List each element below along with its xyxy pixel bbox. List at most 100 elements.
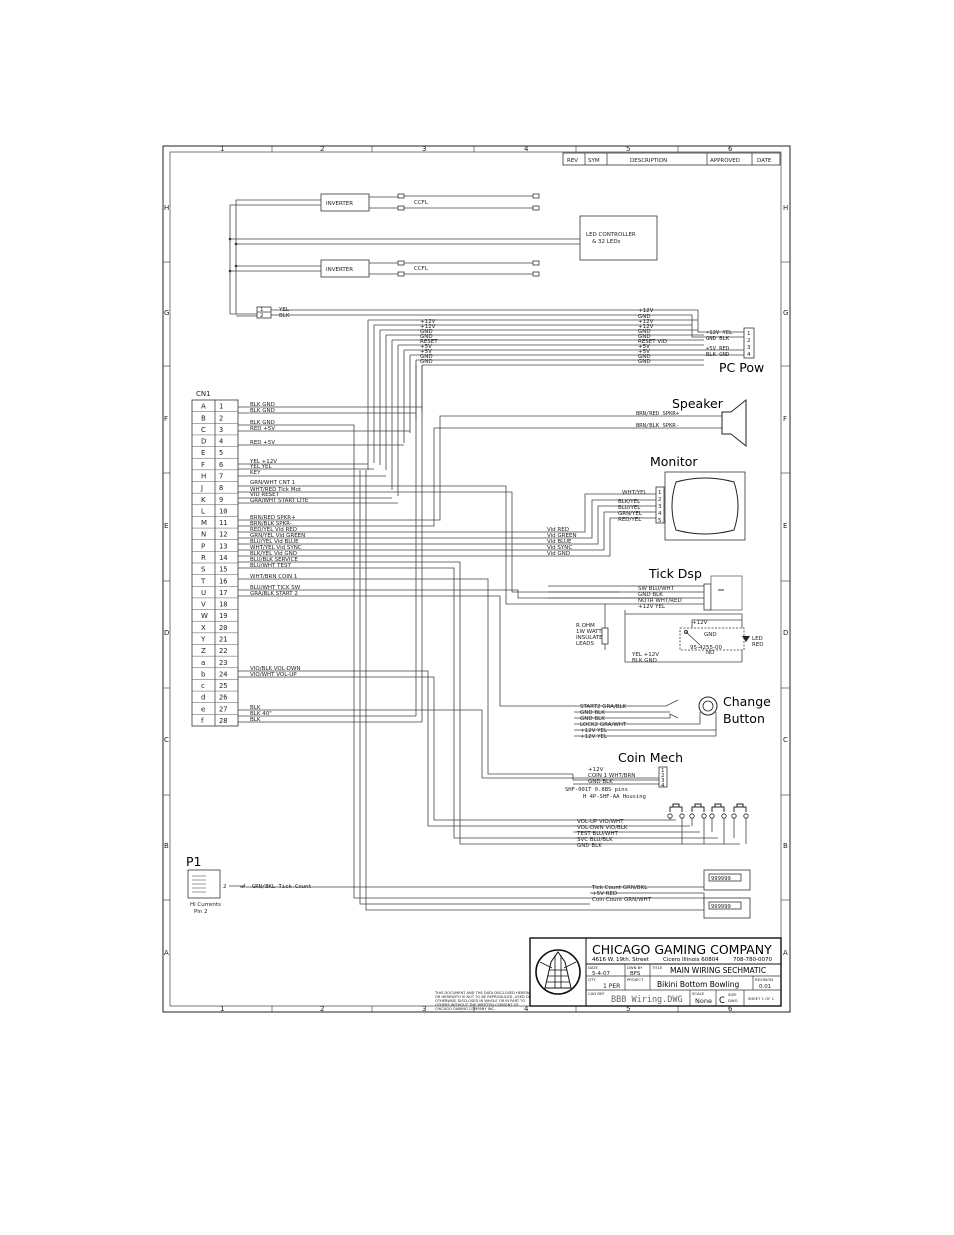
project-name: Bikini Bottom Bowling [657, 980, 740, 989]
revision-table: REV SYM DESCRIPTION APPROVED DATE [562, 152, 781, 166]
svg-text:BLK/YEL Vid GND: BLK/YEL Vid GND [250, 551, 297, 557]
svg-text:APPROVED: APPROVED [710, 158, 740, 164]
svg-text:5: 5 [658, 518, 662, 524]
svg-text:LED CONTROLLER: LED CONTROLLER [586, 232, 636, 238]
cn1-pin-letter: M [201, 519, 207, 527]
svg-text:5: 5 [626, 1005, 630, 1013]
svg-text:GND: GND [638, 314, 651, 320]
svg-text:5-4-07: 5-4-07 [592, 971, 610, 977]
svg-text:CAD REF: CAD REF [588, 991, 605, 996]
svg-text:4: 4 [661, 783, 665, 789]
svg-text:Pin 2: Pin 2 [194, 909, 207, 915]
svg-text:4: 4 [524, 1005, 529, 1013]
svg-text:NO: NO [706, 650, 715, 656]
cn1-pin-number: 12 [219, 531, 227, 539]
cn1-pin-number: 20 [219, 624, 227, 632]
cn1-pin-letter: V [201, 601, 206, 609]
svg-text:+12V: +12V [420, 324, 436, 330]
cn1-pin-letter: Y [200, 636, 206, 644]
cn1-pin-letter: X [201, 624, 206, 632]
svg-text:BRN/BLK SPKR-: BRN/BLK SPKR- [636, 423, 679, 429]
svg-text:+12V YEL: +12V YEL [638, 604, 666, 610]
cn1-pin-number: 8 [219, 484, 223, 492]
svg-text:5: 5 [626, 145, 630, 153]
svg-text:+5V: +5V [420, 349, 432, 355]
svg-text:A: A [783, 949, 788, 957]
cn1-pin-number: 5 [219, 449, 223, 457]
svg-text:999999: 999999 [711, 904, 731, 910]
svg-text:THIS DOCUMENT AND THE DATA DIS: THIS DOCUMENT AND THE DATA DISCLOSED HER… [434, 991, 530, 995]
cn1-pin-number: 2 [219, 414, 223, 422]
resistor: R OHM 1W WATT INSULATE LEADS [576, 604, 609, 650]
speaker: Speaker BRN/RED SPKR+ BRN/BLK SPKR- [636, 396, 747, 448]
svg-text:VID RESET: VID RESET [250, 492, 280, 498]
svg-text:NOTR WHT/RED: NOTR WHT/RED [638, 598, 682, 604]
svg-text:RESET: RESET [420, 339, 438, 345]
svg-text:+12V YEL: +12V YEL [706, 330, 733, 336]
svg-text:GND BLK: GND BLK [580, 716, 605, 722]
svg-text:INVERTER: INVERTER [326, 267, 353, 273]
svg-text:OR HEREWITH IS NOT TO BE REPRO: OR HEREWITH IS NOT TO BE REPRODUCED, USE… [435, 995, 532, 999]
svg-text:YEL YEL: YEL YEL [249, 464, 272, 470]
svg-text:R OHM: R OHM [576, 623, 595, 629]
svg-text:+12V: +12V [692, 620, 708, 626]
change-button-icon [698, 696, 718, 716]
cn1-pin-number: 10 [219, 507, 227, 515]
svg-text:C: C [783, 736, 788, 744]
svg-text:H: H [164, 204, 169, 212]
svg-text:2: 2 [661, 773, 665, 779]
svg-text:+5V RED: +5V RED [592, 891, 617, 897]
svg-text:GND: GND [638, 359, 651, 365]
cn1-pin-letter: E [201, 449, 205, 457]
cn1-pin-letter: N [201, 531, 206, 539]
svg-text:GRN/BKL Tick Count: GRN/BKL Tick Count [252, 884, 312, 890]
svg-text:GND: GND [420, 329, 433, 335]
cn1-pin-number: 7 [219, 473, 223, 481]
svg-text:BLU/WHT TEST: BLU/WHT TEST [250, 563, 291, 569]
svg-text:GND BLK: GND BLK [706, 336, 730, 342]
cn1-pin-number: 3 [219, 426, 223, 434]
cn1-pin-number: 28 [219, 717, 227, 725]
svg-text:Hi Currents: Hi Currents [190, 902, 221, 908]
svg-text:3: 3 [661, 778, 665, 784]
svg-text:+5V: +5V [420, 344, 432, 350]
svg-text:DATE: DATE [757, 158, 772, 164]
power-bus: +12V GND +12V +12V GND GND RESET VID +5V… [271, 308, 704, 496]
svg-text:+12V YEL: +12V YEL [580, 728, 608, 734]
svg-text:1: 1 [747, 331, 751, 337]
svg-text:TITLE: TITLE [651, 965, 663, 970]
svg-text:RED +5V: RED +5V [250, 440, 275, 446]
svg-text:BLK GND: BLK GND [250, 408, 275, 414]
svg-text:SHEET 1 OF 1: SHEET 1 OF 1 [748, 996, 775, 1001]
svg-text:BLK GND: BLK GND [250, 402, 275, 408]
svg-text:+5V: +5V [638, 344, 650, 350]
cn1-pin-number: 17 [219, 589, 227, 597]
change-button-label-2: Button [723, 711, 765, 726]
svg-text:GND BLK: GND BLK [580, 710, 605, 716]
relay-circuit: +12V GND 95-4255-00 NO LED RED YEL +12V … [624, 610, 764, 664]
cn1-pin-letter: S [201, 566, 206, 574]
cn1-pin-letter: U [201, 589, 206, 597]
svg-text:OTHERWISE DISCLOSED IN WHOLE O: OTHERWISE DISCLOSED IN WHOLE OR IN PART … [435, 999, 525, 1003]
svg-text:& 32 LEDs: & 32 LEDs [592, 239, 621, 245]
svg-text:BLK/YEL: BLK/YEL [618, 499, 641, 505]
svg-text:C: C [719, 996, 725, 1006]
cn1-pin-number: 15 [219, 566, 227, 574]
title-block: CHICAGO GAMING COMPANY 4616 W. 19th. Str… [529, 937, 782, 1007]
frame-row-labels-left: H G F E D C B A [164, 204, 169, 957]
svg-text:VOL-UP VIO/WHT: VOL-UP VIO/WHT [577, 819, 624, 825]
pc-power-connector: +12V YEL GND BLK +5V RED BLK GND 1 2 3 4… [704, 327, 764, 375]
svg-text:B: B [164, 842, 169, 850]
svg-text:Vid SYNC: Vid SYNC [547, 545, 572, 551]
svg-text:G: G [164, 309, 169, 317]
pushbutton-icon [689, 803, 707, 844]
svg-text:WHT/YEL: WHT/YEL [622, 490, 648, 496]
svg-text:2: 2 [658, 497, 662, 503]
svg-text:Vid GREEN: Vid GREEN [547, 533, 577, 539]
svg-text:GND BLK: GND BLK [577, 843, 602, 849]
coin-mech: Coin Mech +12V COIN 1 WHT/BRN GND BLK 1 … [482, 750, 683, 800]
svg-text:4: 4 [524, 145, 529, 153]
svg-text:+12V: +12V [588, 767, 604, 773]
svg-text:Cicero Illinois 60804: Cicero Illinois 60804 [663, 957, 719, 963]
cn1-pin-letter: W [201, 612, 208, 620]
